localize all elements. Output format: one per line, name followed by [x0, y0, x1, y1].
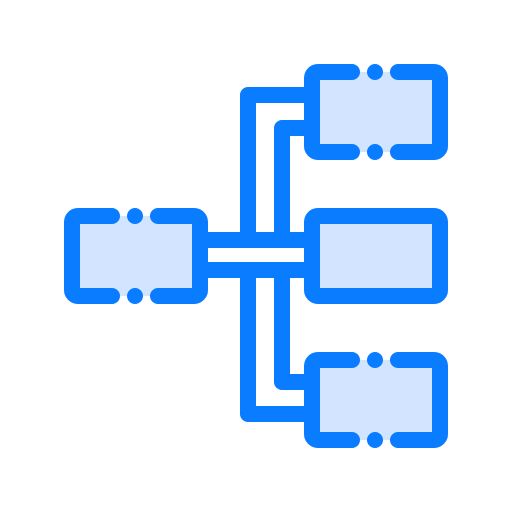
dot-icon	[127, 208, 143, 224]
child-node-bottom-box	[304, 352, 448, 448]
connector-lines	[192, 87, 318, 422]
dot-icon	[367, 64, 383, 80]
child-node-middle-box	[304, 208, 448, 304]
root-node-box	[64, 208, 208, 304]
inner-connector-icon	[240, 120, 318, 390]
dot-icon	[127, 288, 143, 304]
child-node-top-box	[304, 64, 448, 160]
outer-connector-icon	[192, 87, 318, 422]
dot-icon	[367, 432, 383, 448]
dot-icon	[367, 144, 383, 160]
dot-icon	[367, 352, 383, 368]
